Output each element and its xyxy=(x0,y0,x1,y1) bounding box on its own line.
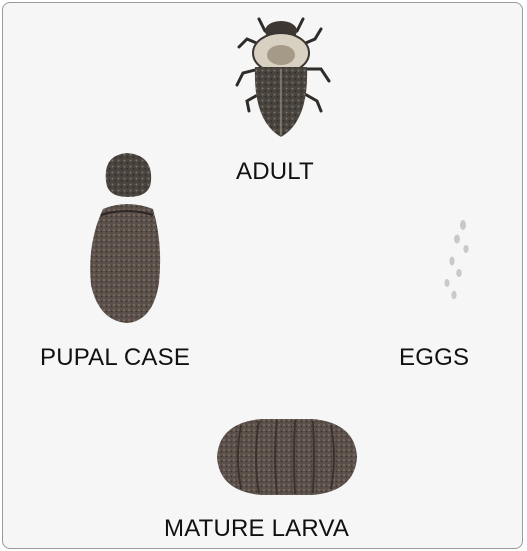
eggs-label: EGGS xyxy=(399,344,469,372)
eggs-image xyxy=(445,220,469,299)
mature-larva-image xyxy=(217,419,357,495)
illustrations xyxy=(3,3,522,548)
adult-beetle-image xyxy=(237,19,329,137)
mature-larva-label: MATURE LARVA xyxy=(164,515,349,543)
adult-label: ADULT xyxy=(236,158,314,186)
pupal-case-image xyxy=(90,153,160,323)
pupal-case-label: PUPAL CASE xyxy=(40,344,190,372)
